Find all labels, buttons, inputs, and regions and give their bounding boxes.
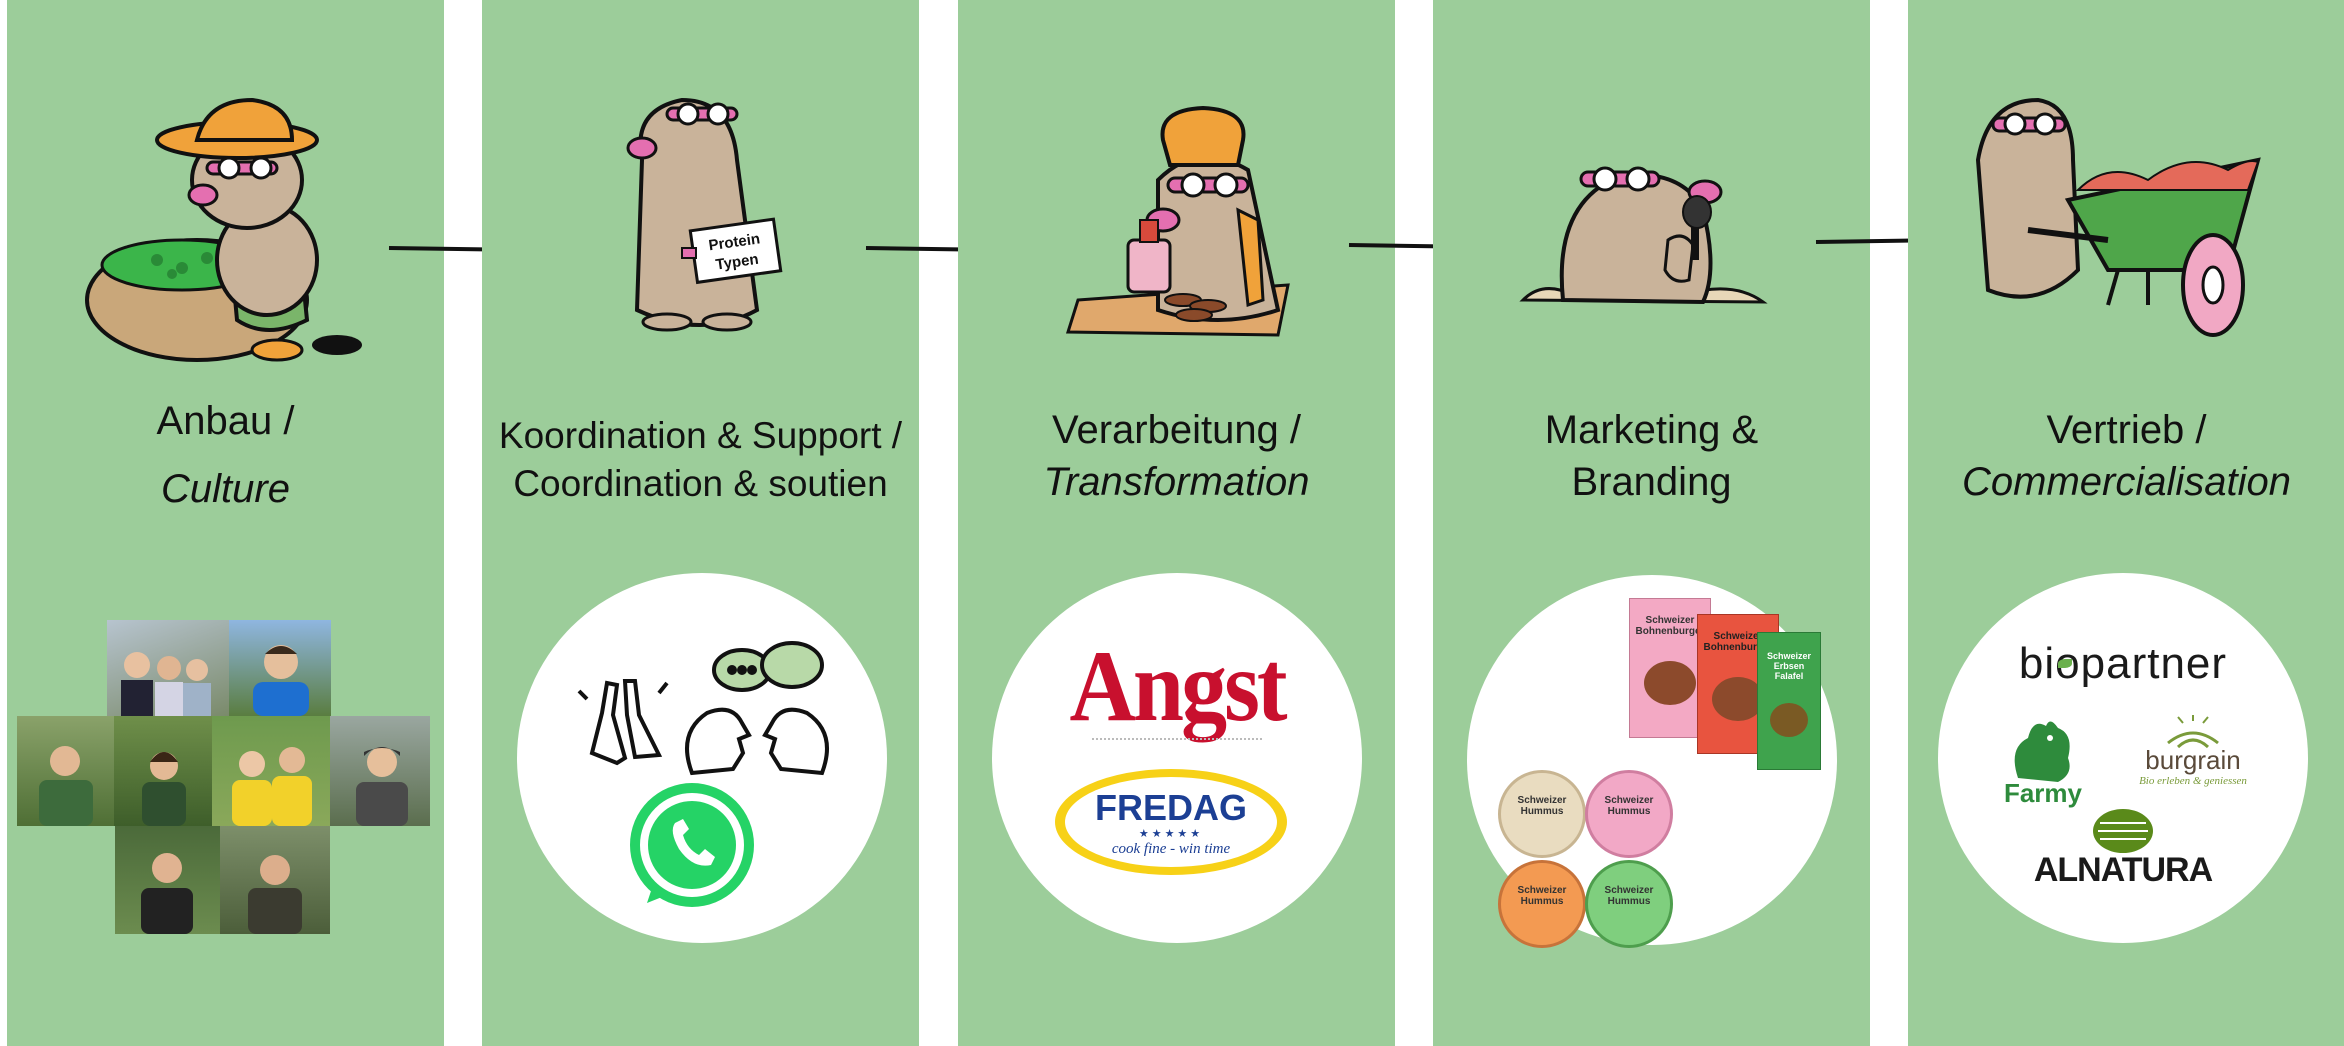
product-name: Schweizer Erbsen Falafel: [1766, 651, 1812, 681]
stage-column-anbau: Anbau / Culture: [7, 0, 444, 1046]
stage-title-fr: Transformation: [1043, 460, 1310, 504]
product-name: Schweizer Hummus: [1604, 885, 1654, 907]
mole-wheelbarrow-illustration: [1908, 70, 2344, 370]
farmer-photo: [330, 716, 430, 826]
mole-microphone-illustration: [1433, 70, 1870, 370]
stage-title: Koordination & Support / Coordination & …: [482, 412, 919, 508]
farmy-wordmark: Farmy: [2003, 778, 2083, 808]
stage-column-verarbeitung: Verarbeitung / Transformation Angst FRED…: [958, 0, 1395, 1046]
product-name: Schweizer Hummus: [1517, 885, 1567, 907]
stage-title-fr: Coordination & soutien: [513, 463, 888, 504]
product-package-hummus: Schweizer Hummus: [1498, 770, 1586, 858]
conversation-heads-icon: [685, 641, 829, 776]
stage-column-koordination: Protein Typen Koordination & Support / C…: [482, 0, 919, 1046]
farmer-photo: [229, 620, 331, 716]
logo-circle: [517, 573, 887, 943]
fredag-stars: ★★★★★: [1138, 828, 1204, 840]
stage-title: Vertrieb / Commercialisation: [1908, 404, 2344, 508]
stage-column-marketing: Marketing & Branding Schweizer Bohnenbur…: [1433, 0, 1870, 1046]
sign-line2: Typen: [715, 251, 760, 274]
farmer-photo: [17, 716, 114, 826]
fredag-tagline: cook fine - win time: [1111, 841, 1231, 857]
product-package-hummus: Schweizer Hummus: [1585, 770, 1673, 858]
stage-title-fr: Branding: [1571, 460, 1732, 504]
stage-title: Verarbeitung / Transformation: [958, 404, 1395, 508]
whatsapp-icon: [630, 783, 754, 907]
alnatura-wordmark: ALNATURA: [2033, 851, 2213, 889]
burgrain-logo: burgrain Bio erleben & geniessen: [2128, 713, 2258, 793]
farmer-photo: [114, 716, 212, 826]
stage-title: Marketing & Branding: [1433, 404, 1870, 508]
fredag-logo: FREDAG ★★★★★ cook fine - win time: [1055, 769, 1287, 875]
stage-title-de: Marketing &: [1544, 408, 1759, 452]
fredag-wordmark: FREDAG: [1095, 787, 1247, 828]
mole-sign-illustration: Protein Typen: [482, 70, 919, 370]
farmer-photo: [107, 620, 229, 716]
product-package-falafel: Schweizer Erbsen Falafel: [1757, 632, 1821, 770]
stage-title-de: Verarbeitung /: [1051, 408, 1302, 452]
product-name: Schweizer Bohnenburger: [1635, 615, 1705, 637]
farmer-photo: [115, 826, 220, 934]
stage-title: Anbau / Culture: [7, 395, 444, 515]
mole-farmer-illustration: [7, 70, 444, 370]
product-package-hummus: Schweizer Hummus: [1498, 860, 1586, 948]
farmer-photo: [212, 716, 330, 826]
angst-logo: Angst: [1069, 629, 1287, 743]
product-package-hummus: Schweizer Hummus: [1585, 860, 1673, 948]
logo-circle: biopartner Farmy burgrain Bio erleben & …: [1938, 573, 2308, 943]
farmy-logo: Farmy: [1988, 708, 2098, 808]
stage-column-vertrieb: Vertrieb / Commercialisation biopartner …: [1908, 0, 2344, 1046]
stage-title-fr: Commercialisation: [1962, 460, 2291, 504]
field-sun-icon: [2167, 715, 2219, 749]
stage-title-fr: Culture: [161, 467, 290, 511]
stage-title-de: Vertrieb /: [2046, 408, 2207, 452]
stage-title-de: Koordination & Support /: [498, 415, 903, 456]
product-name: Schweizer Hummus: [1604, 795, 1654, 817]
product-name: Schweizer Bohnenburger: [1703, 631, 1773, 653]
burgrain-wordmark: burgrain: [2145, 745, 2241, 775]
product-name: Schweizer Hummus: [1517, 795, 1567, 817]
rooster-icon: [2014, 721, 2070, 782]
angst-logo-underline: [1092, 738, 1262, 740]
farmer-photo: [220, 826, 330, 934]
beer-bottles-icon: [577, 679, 669, 766]
logo-circle: Angst FREDAG ★★★★★ cook fine - win time: [992, 573, 1362, 943]
burgrain-tagline: Bio erleben & geniessen: [2139, 775, 2247, 787]
alnatura-logo: ALNATURA: [2028, 803, 2218, 893]
alnatura-sun-icon: [2093, 809, 2153, 853]
stage-title-de: Anbau /: [156, 399, 295, 443]
biopartner-leaf-icon: [2058, 659, 2072, 668]
biopartner-logo: biopartner: [2018, 639, 2228, 688]
mole-chef-illustration: [958, 70, 1395, 370]
